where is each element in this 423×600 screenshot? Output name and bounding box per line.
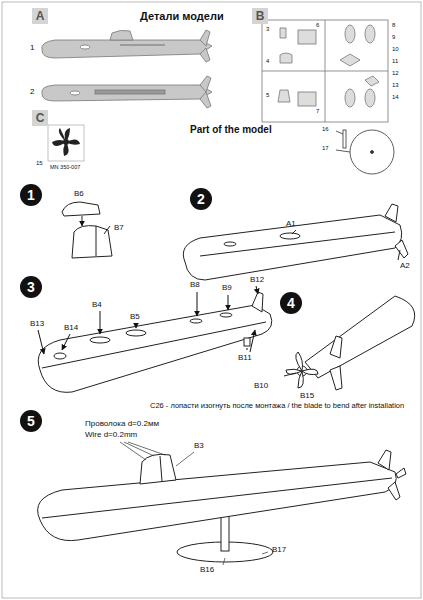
node-text: C <box>36 112 45 124</box>
finished-model <box>38 450 406 562</box>
node-text: 3 <box>27 280 35 294</box>
note-text: Проволока d=0.2мм <box>85 420 159 429</box>
node-text: 5 <box>27 414 35 428</box>
part-label: B16 <box>200 566 214 575</box>
node-text: 1 <box>27 188 35 202</box>
part-label: 4 <box>266 58 269 65</box>
part-label: 5 <box>266 92 269 99</box>
note-text: Wire d=0.2mm <box>85 431 137 440</box>
wire-leaders <box>120 442 268 565</box>
note-text: C26 - лопасти изогнуть после монтажа / t… <box>150 402 418 410</box>
part-label: B13 <box>30 320 44 329</box>
sprue <box>262 20 388 122</box>
section-letter: B <box>252 8 268 24</box>
step-number: 2 <box>190 188 212 210</box>
hull-assembly <box>183 204 408 280</box>
part-label: B12 <box>250 276 264 285</box>
part-label: 1 <box>30 44 34 53</box>
step-number: 5 <box>20 410 42 432</box>
part-label: 2 <box>30 88 34 97</box>
part-label: B10 <box>254 382 268 391</box>
part-label: B6 <box>74 190 84 199</box>
part-label: 16 <box>322 126 329 133</box>
part-label: B5 <box>130 313 140 322</box>
part-label: 13 <box>392 82 399 89</box>
conning-tower <box>62 202 112 258</box>
stern-propeller <box>284 296 415 390</box>
part-label: 6 <box>316 22 319 29</box>
part-label: B15 <box>300 392 314 401</box>
part-label: B4 <box>92 301 102 310</box>
part-label: 9 <box>392 34 395 41</box>
stand-parts <box>336 130 394 174</box>
step-number: 1 <box>20 184 42 206</box>
part-label: 7 <box>316 108 319 115</box>
part-label: 3 <box>266 26 269 33</box>
part-label: A1 <box>286 220 296 229</box>
hull-deck-parts <box>38 292 272 392</box>
part-label: 12 <box>392 70 399 77</box>
insert-arrows <box>38 286 258 354</box>
part-label: B17 <box>272 546 286 555</box>
sheet-title: Детали модели <box>140 10 224 22</box>
part-label: B3 <box>194 442 204 451</box>
part-label: B8 <box>190 281 200 290</box>
propeller-etch <box>48 125 84 161</box>
node-text: B <box>256 10 265 22</box>
part-label: B14 <box>64 324 78 333</box>
hull-parts <box>42 30 212 108</box>
part-label: 11 <box>392 58 398 65</box>
section-letter: A <box>32 8 48 24</box>
step-number: 4 <box>280 292 302 314</box>
node-text: 4 <box>287 296 295 310</box>
part-label: MN 350-007 <box>50 164 80 170</box>
section-heading: Part of the model <box>190 124 272 135</box>
part-label: 17 <box>322 145 329 152</box>
part-label: B9 <box>222 284 232 293</box>
part-label: A2 <box>400 262 410 271</box>
part-label: 8 <box>392 22 395 29</box>
node-text: 2 <box>197 192 205 206</box>
part-label: B7 <box>114 224 124 233</box>
part-label: 10 <box>392 46 399 53</box>
part-label: 14 <box>392 94 399 101</box>
node-text: A <box>36 10 45 22</box>
part-label: B11 <box>238 354 252 363</box>
step-number: 3 <box>20 276 42 298</box>
part-label: 15 <box>36 160 43 167</box>
section-letter: C <box>32 110 48 126</box>
